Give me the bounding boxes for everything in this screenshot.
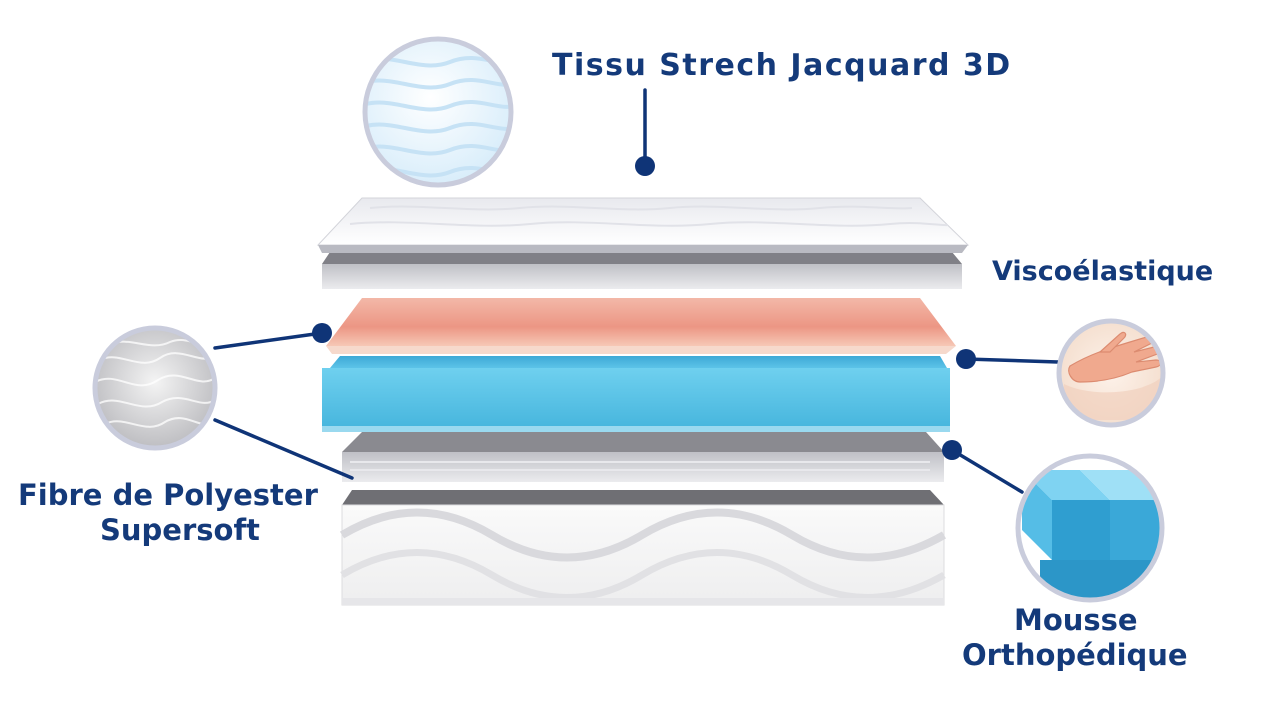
label-viscoelastique: Viscoélastique (992, 256, 1214, 287)
connector-lines (213, 88, 1060, 494)
foam-detail-circle (1015, 453, 1165, 603)
connector-dot-visco (956, 349, 976, 369)
label-mousse-orthopedique: Mousse Orthopédique (962, 603, 1188, 673)
label-fibre-polyester: Fibre de Polyester Supersoft (18, 478, 318, 548)
label-mousse-line2: Orthopédique (962, 637, 1188, 672)
fibre-detail-circle (92, 325, 218, 451)
label-tissu-strech-jacquard: Tissu Strech Jacquard 3D (552, 48, 1012, 83)
hand-imprint-circle (1056, 318, 1166, 428)
connector-dot-mousse (942, 440, 962, 460)
label-mousse-line1: Mousse (1013, 603, 1138, 637)
quilted-base-layer (339, 490, 946, 606)
label-fibre-line2: Supersoft (100, 512, 260, 547)
polyester-fibre-layer (342, 432, 944, 488)
memory-foam-layer (326, 298, 956, 354)
label-fibre-line1: Fibre de Polyester (18, 478, 318, 512)
orthopedic-foam-layer (322, 356, 950, 432)
connector-dot-tissu (635, 156, 655, 176)
fabric-detail-circle (362, 36, 514, 188)
top-fabric-cover (316, 197, 970, 253)
connector-dot-fibre (312, 323, 332, 343)
padding-layer (322, 252, 962, 294)
